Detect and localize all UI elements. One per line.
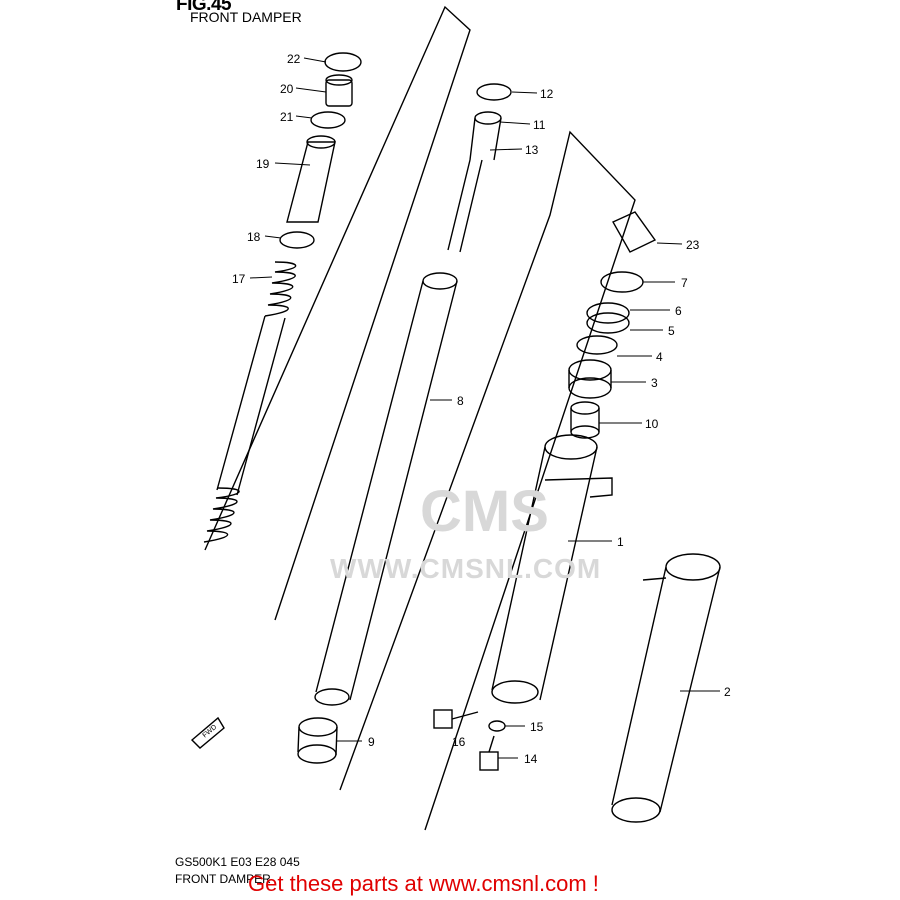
callout-3: 3 <box>651 376 658 390</box>
shop-link-banner[interactable]: Get these parts at www.cmsnl.com ! <box>248 871 599 896</box>
part-21-oring <box>310 111 346 129</box>
part-3-bush <box>568 359 612 399</box>
part-17-spring <box>203 261 297 543</box>
figure-title: FIG.45 <box>176 0 232 15</box>
part-16-bolt <box>433 709 479 729</box>
callout-11: 11 <box>533 118 546 132</box>
fwd-arrow-icon <box>190 716 225 749</box>
fwd-label: FWD <box>202 724 219 740</box>
callout-2: 2 <box>724 685 731 699</box>
callout-8: 8 <box>457 394 464 408</box>
part-8-inner-tube <box>314 272 458 706</box>
watermark-logo: CMS <box>420 479 549 544</box>
callout-21: 21 <box>280 110 294 124</box>
part-10-oil-lock-piece <box>570 401 600 439</box>
figure-subtitle: FRONT DAMPER <box>190 9 302 25</box>
part-14-bolt <box>479 735 499 771</box>
part-2-outer-tube <box>611 553 721 823</box>
callout-6: 6 <box>675 304 682 318</box>
part-12-ring <box>476 83 512 101</box>
callout-12: 12 <box>540 87 554 101</box>
watermark-url: WWW.CMSNL.COM <box>330 553 602 584</box>
callout-4: 4 <box>656 350 663 364</box>
part-15-washer <box>488 720 506 732</box>
callout-20: 20 <box>280 82 294 96</box>
part-22-cap <box>324 52 362 72</box>
callout-17: 17 <box>232 272 246 286</box>
callout-14: 14 <box>524 752 538 766</box>
part-18-washer <box>279 231 315 249</box>
figure-caption: FRONT DAMPER <box>175 872 271 886</box>
part-13-damper-rod <box>447 111 502 253</box>
frame-inner-group <box>339 130 636 831</box>
callout-10: 10 <box>645 417 659 431</box>
callout-7: 7 <box>681 276 688 290</box>
callout-18: 18 <box>247 230 261 244</box>
callout-23: 23 <box>686 238 700 252</box>
part-23-dust-seal <box>612 211 657 253</box>
callout-5: 5 <box>668 324 675 338</box>
callout-13: 13 <box>525 143 539 157</box>
part-6-oil-seal <box>586 302 630 324</box>
callout-22: 22 <box>287 52 301 66</box>
part-9-bush <box>297 717 338 764</box>
model-code: GS500K1 E03 E28 045 <box>175 855 300 869</box>
frame-left-group <box>204 5 471 621</box>
callout-1: 1 <box>617 535 624 549</box>
callout-15: 15 <box>530 720 544 734</box>
callout-19: 19 <box>256 157 270 171</box>
callout-9: 9 <box>368 735 375 749</box>
callout-16: 16 <box>452 735 466 749</box>
part-1-outer-tube <box>491 434 613 704</box>
part-19-spacer <box>286 141 336 223</box>
part-5-washer <box>576 335 618 355</box>
part-20-bolt <box>325 79 353 107</box>
